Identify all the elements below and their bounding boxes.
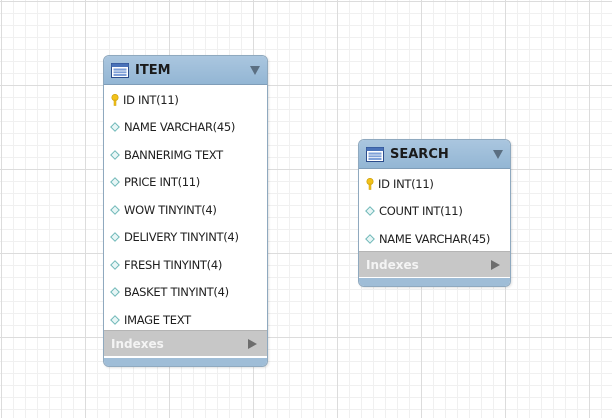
indexes-section[interactable]: Indexes (104, 330, 267, 356)
table-search[interactable]: SEARCH ID INT(11) COUNT INT(11) NAME VAR… (358, 139, 511, 287)
column-row-name[interactable]: NAME VARCHAR(45) (104, 114, 267, 142)
triangle-right-icon[interactable] (248, 338, 257, 349)
column-text: IMAGE TEXT (124, 312, 191, 327)
column-text: ID INT(11) (123, 92, 179, 107)
diamond-icon (110, 177, 120, 188)
column-row-basket[interactable]: BASKET TINYINT(4) (104, 279, 267, 307)
column-text: NAME VARCHAR(45) (124, 120, 236, 135)
column-list: ID INT(11) COUNT INT(11) NAME VARCHAR(45… (359, 169, 510, 253)
diamond-icon (110, 149, 120, 160)
diamond-icon (365, 233, 375, 244)
column-text: BASKET TINYINT(4) (124, 285, 229, 300)
triangle-down-icon[interactable] (493, 149, 503, 159)
diamond-icon (110, 314, 120, 325)
column-row-wow[interactable]: WOW TINYINT(4) (104, 196, 267, 224)
diamond-icon (110, 122, 120, 133)
column-text: WOW TINYINT(4) (124, 202, 217, 217)
indexes-label: Indexes (366, 257, 419, 272)
column-row-id[interactable]: ID INT(11) (359, 170, 510, 198)
column-row-price[interactable]: PRICE INT(11) (104, 169, 267, 197)
column-row-count[interactable]: COUNT INT(11) (359, 198, 510, 226)
diamond-icon (110, 232, 120, 243)
column-text: FRESH TINYINT(4) (124, 257, 223, 272)
column-text: ID INT(11) (378, 176, 434, 191)
column-text: COUNT INT(11) (379, 204, 463, 219)
column-text: NAME VARCHAR(45) (379, 231, 491, 246)
table-item[interactable]: ITEM ID INT(11) NAME VARCHAR(45) BANNERI… (103, 55, 268, 367)
table-name: ITEM (135, 62, 171, 78)
column-text: DELIVERY TINYINT(4) (124, 230, 239, 245)
table-footer (359, 278, 510, 286)
column-list: ID INT(11) NAME VARCHAR(45) BANNERIMG TE… (104, 85, 267, 334)
triangle-down-icon[interactable] (250, 65, 260, 75)
column-text: BANNERIMG TEXT (124, 147, 223, 162)
column-row-id[interactable]: ID INT(11) (104, 86, 267, 114)
table-grid-icon (366, 146, 384, 162)
table-name: SEARCH (390, 146, 449, 162)
column-row-image[interactable]: IMAGE TEXT (104, 306, 267, 334)
key-icon (111, 93, 119, 106)
table-header[interactable]: SEARCH (359, 140, 510, 169)
key-icon (366, 177, 374, 190)
table-header[interactable]: ITEM (104, 56, 267, 85)
column-row-delivery[interactable]: DELIVERY TINYINT(4) (104, 224, 267, 252)
column-row-fresh[interactable]: FRESH TINYINT(4) (104, 251, 267, 279)
triangle-right-icon[interactable] (491, 259, 500, 270)
diamond-icon (110, 259, 120, 270)
indexes-label: Indexes (111, 336, 164, 351)
diamond-icon (365, 206, 375, 217)
column-row-name[interactable]: NAME VARCHAR(45) (359, 225, 510, 253)
column-row-bannerimg[interactable]: BANNERIMG TEXT (104, 141, 267, 169)
table-footer (104, 358, 267, 366)
table-grid-icon (111, 62, 129, 78)
indexes-section[interactable]: Indexes (359, 251, 510, 277)
diamond-icon (110, 287, 120, 298)
column-text: PRICE INT(11) (124, 175, 200, 190)
diamond-icon (110, 204, 120, 215)
